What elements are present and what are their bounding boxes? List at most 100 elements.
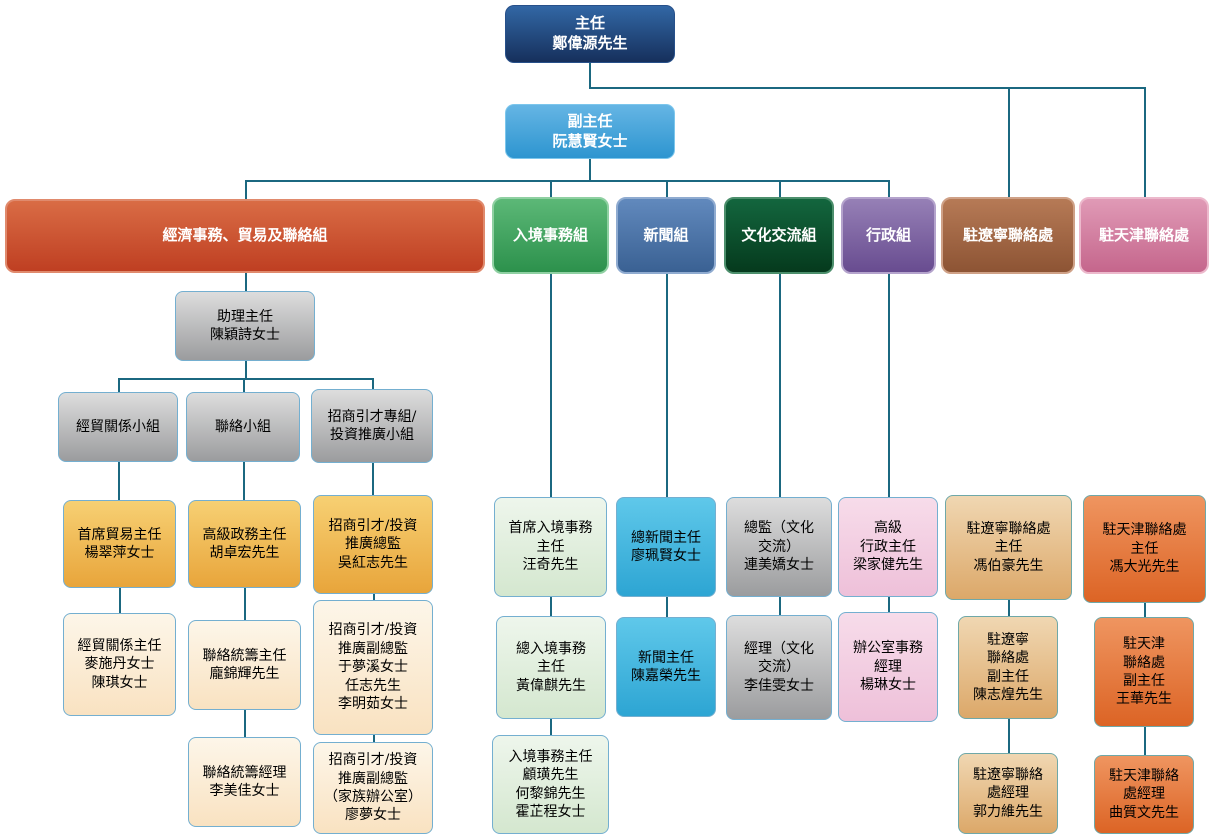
connector [243, 462, 245, 500]
node-trade-relations-officers: 經貿關係主任 麥施丹女士 陳琪女士 [63, 613, 176, 716]
connector [888, 180, 890, 197]
node-liaoning-manager: 駐遼寧聯絡 處經理 郭力維先生 [958, 753, 1058, 834]
node-line: 汪奇先生 [522, 557, 579, 574]
node-line: 主任 [536, 538, 565, 555]
node-line: 聯絡統籌主任 [202, 647, 287, 664]
node-line: 高級政務主任 [202, 526, 287, 543]
node-principal-immigration-officer: 總入境事務 主任 黃偉麒先生 [496, 616, 606, 719]
connector [118, 378, 120, 392]
connector [372, 378, 374, 389]
node-line: 李明茹女士 [338, 696, 408, 713]
connector [589, 159, 591, 180]
node-line: 助理主任 [217, 308, 273, 325]
node-line: 聯絡統籌經理 [202, 764, 287, 781]
connector [779, 180, 781, 197]
node-line: 陳嘉榮先生 [631, 668, 701, 684]
node-line: 霍芷程女士 [515, 803, 586, 820]
node-line: 駐天津聯絡處 [1098, 225, 1189, 244]
node-cultural-exchange-manager: 經理（文化 交流） 李佳雯女士 [726, 615, 832, 720]
node-line: 招商引才/投資 [328, 517, 418, 534]
node-line: 駐天津聯絡處 [1102, 522, 1187, 539]
node-line: 任志先生 [345, 677, 401, 694]
connector [1144, 87, 1146, 197]
connector [550, 719, 552, 735]
connector [666, 597, 668, 617]
connector [589, 87, 1145, 89]
node-line: 經貿關係小組 [76, 418, 160, 435]
node-line: 交流） [758, 659, 800, 676]
node-line: 廖珮賢女士 [631, 548, 701, 564]
node-director: 主任 鄭偉源先生 [505, 5, 675, 63]
node-line: 駐遼寧 [987, 631, 1029, 648]
connector [245, 361, 247, 378]
connector [373, 594, 375, 600]
node-line: 曲質文先生 [1109, 804, 1179, 821]
connector [666, 180, 668, 197]
connector [118, 462, 120, 500]
node-line: 陳穎詩女士 [210, 327, 280, 343]
connector [243, 378, 245, 392]
node-immigration-division: 入境事務組 [492, 197, 609, 274]
node-line: 行政主任 [860, 538, 916, 555]
node-line: 梁家健先生 [853, 557, 923, 574]
node-liaison-coordination-officer: 聯絡統籌主任 龐錦輝先生 [188, 620, 301, 710]
node-chief-information-officer: 總新聞主任 廖珮賢女士 [616, 497, 716, 597]
node-line: 副主任 [987, 668, 1029, 685]
node-line: 郭力維先生 [973, 803, 1043, 820]
node-line: 推廣副總監 [338, 770, 408, 787]
node-line: 胡卓宏先生 [209, 545, 280, 561]
node-senior-administrative-officer: 高級政務主任 胡卓宏先生 [188, 500, 301, 588]
node-tianjin-deputy-head: 駐天津 聯絡處 副主任 王華先生 [1094, 617, 1194, 727]
connector [1144, 603, 1146, 617]
connector [779, 274, 781, 497]
node-line: 連美嬌女士 [744, 557, 814, 574]
node-assistant-director: 助理主任 陳穎詩女士 [175, 291, 315, 361]
node-line: 陳琪女士 [91, 674, 148, 691]
connector [888, 597, 890, 612]
node-line: 主任 [537, 659, 565, 676]
connector [888, 274, 890, 497]
node-line: 經貿關係主任 [77, 637, 162, 654]
connector [372, 463, 374, 495]
node-line: 阮慧賢女士 [552, 131, 628, 150]
node-investment-promotion-deputy-director-family-office: 招商引才/投資 推廣副總監 （家族辦公室） 廖夢女士 [313, 742, 433, 834]
connector [779, 597, 781, 615]
node-liaoning-liaison-unit: 駐遼寧聯絡處 [941, 197, 1075, 274]
connector [1008, 600, 1010, 616]
node-line: 總新聞主任 [631, 529, 701, 546]
connector [244, 588, 246, 620]
node-line: 推廣總監 [345, 536, 401, 553]
node-line: 顧璜先生 [522, 767, 579, 784]
node-line: 陳志煌先生 [973, 686, 1043, 703]
node-line: 經濟事務、貿易及聯絡組 [162, 226, 328, 245]
node-line: 處經理 [987, 785, 1029, 802]
node-investment-promotion-director: 招商引才/投資 推廣總監 吳紅志先生 [313, 495, 433, 594]
connector [550, 180, 552, 197]
node-line: 行政組 [865, 225, 911, 244]
node-tianjin-head: 駐天津聯絡處 主任 馮大光先生 [1083, 495, 1206, 603]
connector [666, 274, 668, 497]
node-line: （家族辦公室） [324, 789, 422, 805]
node-liaoning-deputy-head: 駐遼寧 聯絡處 副主任 陳志煌先生 [958, 616, 1058, 719]
node-line: 駐遼寧聯絡 [973, 766, 1043, 783]
node-line: 經理 [874, 658, 902, 675]
node-line: 馮大光先生 [1109, 559, 1180, 576]
node-trade-relations-team: 經貿關係小組 [58, 392, 178, 462]
node-senior-executive-officer: 高級 行政主任 梁家健先生 [838, 497, 938, 597]
node-line: 副主任 [567, 111, 613, 130]
node-line: 主任 [574, 14, 605, 33]
connector [245, 273, 247, 291]
node-liaoning-head: 駐遼寧聯絡處 主任 馮伯豪先生 [945, 495, 1072, 600]
node-line: 廖夢女士 [345, 807, 401, 824]
node-line: 文化交流組 [741, 225, 817, 244]
node-line: 鄭偉源先生 [552, 34, 628, 52]
node-line: 龐錦輝先生 [209, 666, 280, 682]
node-line: 投資推廣小組 [330, 427, 414, 443]
connector [550, 597, 552, 616]
node-line: 辦公室事務 [853, 640, 923, 657]
node-line: 新聞主任 [638, 649, 694, 666]
node-investment-promotion-deputy-directors: 招商引才/投資 推廣副總監 于夢溪女士 任志先生 李明茹女士 [313, 600, 433, 735]
node-line: 總監（文化 [744, 520, 814, 537]
node-line: 駐遼寧聯絡處 [962, 225, 1053, 244]
